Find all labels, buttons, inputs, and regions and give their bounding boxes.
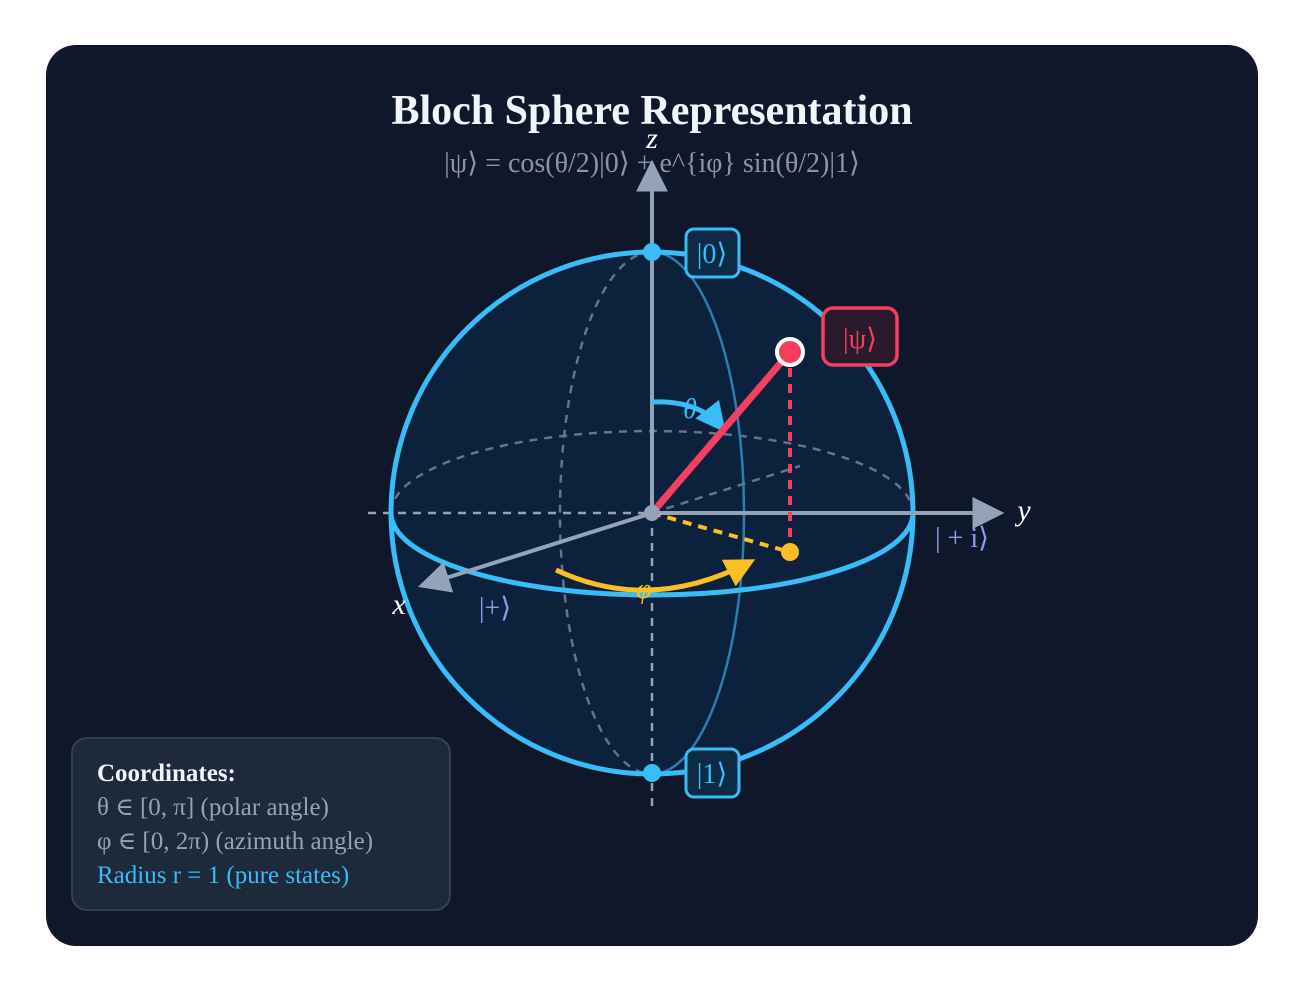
legend-phi-range: φ ∈ [0, 2π) (azimuth angle) [97,828,374,855]
ket-one-label: |1⟩ [697,759,728,790]
diagram-title: Bloch Sphere Representation [391,88,912,134]
ket-zero-box [684,227,741,279]
legend-theta-range: θ ∈ [0, π] (polar angle) [97,794,329,821]
x-axis-label: x [391,588,406,621]
state-vector [648,348,794,517]
theta-label: θ [683,394,697,425]
ket-plus-label: |+⟩ [479,593,511,624]
z-axis-label: z [645,122,658,155]
ket-psi-box [821,306,899,367]
ket-plus-i-label: | + i⟩ [935,523,989,554]
legend-radius: Radius r = 1 (pure states) [97,862,350,889]
meridian-back [558,250,653,776]
phi-label: φ [636,574,652,605]
x-axis-negative [651,464,801,515]
y-axis-label: y [1014,494,1031,527]
coordinates-legend: Coordinates: θ ∈ [0, π] (polar angle) φ … [71,737,451,911]
theta-arc [651,399,726,433]
equator-front [388,512,916,598]
legend-title: Coordinates: [97,760,236,787]
projection-point [781,543,799,561]
ket-one-box [684,747,741,799]
ket-psi-label: |ψ⟩ [843,324,877,355]
state-point [775,337,805,367]
north-pole-point [643,243,661,261]
projection-line [651,511,791,554]
origin-point [644,505,660,521]
ket-zero-label: |0⟩ [697,239,728,270]
phi-arc [554,559,756,593]
south-pole-point [643,764,661,782]
x-axis [417,511,653,593]
